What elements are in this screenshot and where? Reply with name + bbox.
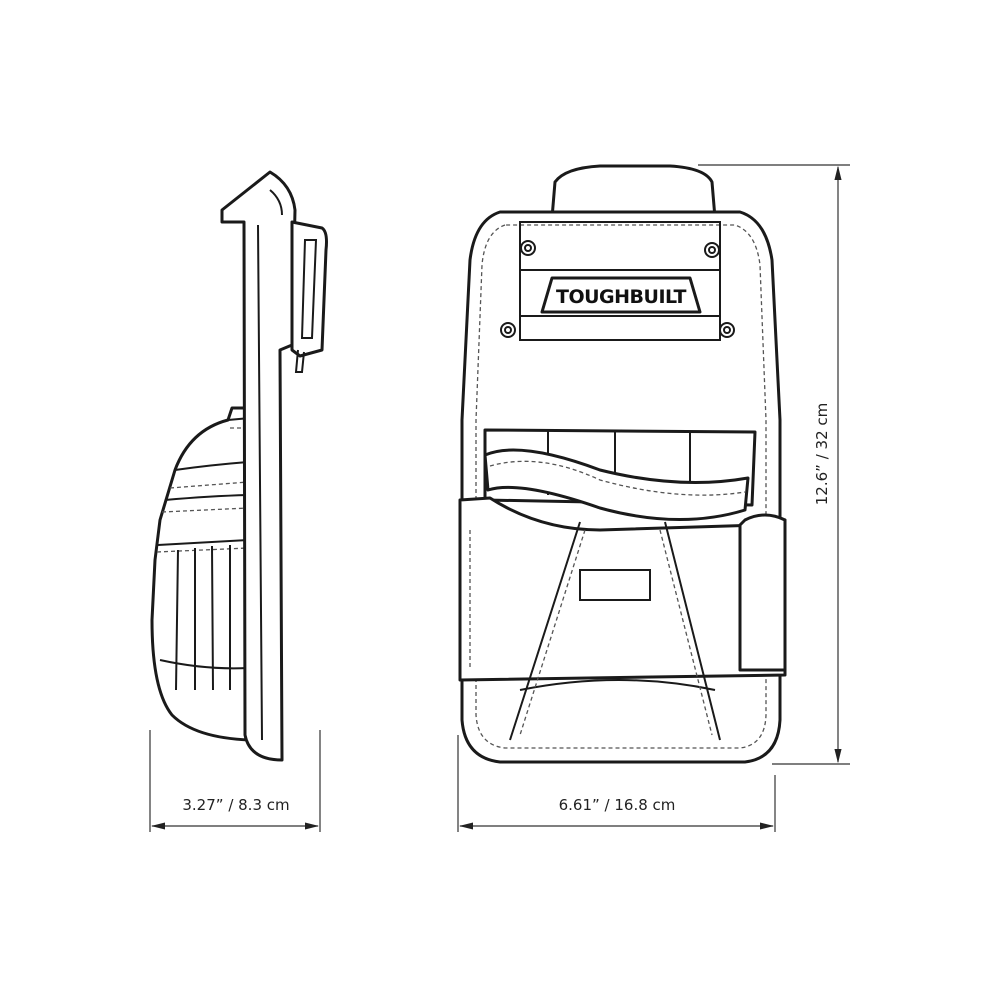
side-backplate [220,170,297,762]
logo-plate [540,276,702,314]
front-width-label: 6.61” / 16.8 cm [559,796,676,814]
logo-strip [519,269,721,317]
brand-logo: TOUGHBUILT [556,286,686,308]
rivets [500,240,735,338]
side-loop [738,513,787,672]
front-view: TOUGHBUILT [458,164,787,764]
dimension-side-depth [149,730,321,832]
side-depth-label: 3.27” / 8.3 cm [182,796,289,814]
dimension-height [698,164,850,765]
side-belt-clip [290,220,328,358]
pocket-flap [483,448,750,522]
side-view [150,170,328,762]
side-pocket [150,406,252,742]
height-label: 12.6” / 32 cm [813,403,831,505]
top-handle [550,164,717,220]
dimension-front-width [457,735,776,832]
